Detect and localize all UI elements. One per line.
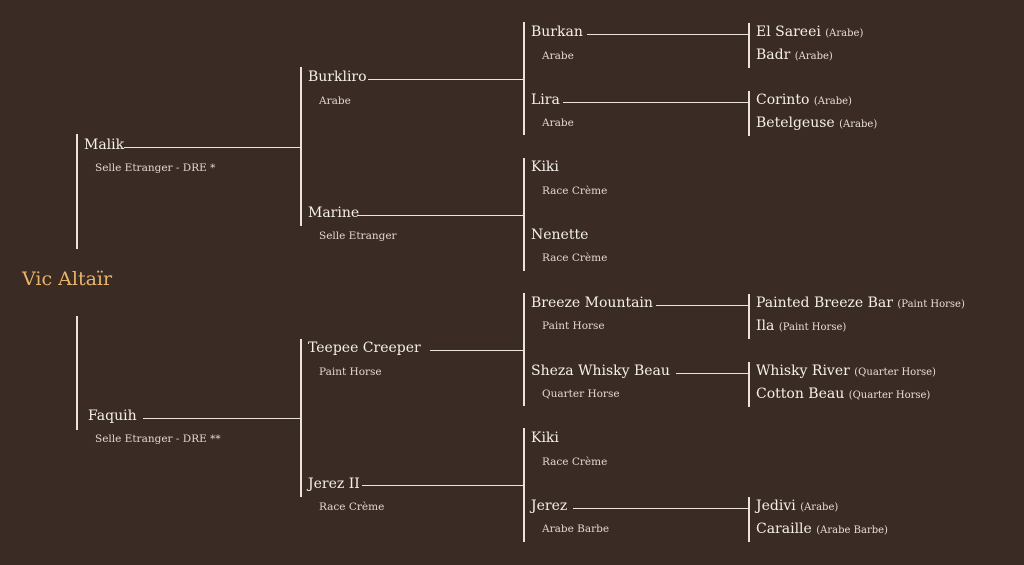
gggp-s1: El Sareei (Arabe) xyxy=(756,24,864,40)
gp-dd-name: Jerez II xyxy=(308,476,360,492)
ggp-sds-breed: Race Crème xyxy=(542,185,608,197)
ggp-sss-name: Burkan xyxy=(531,24,583,40)
ggp-sdd-name: Nenette xyxy=(531,227,589,243)
gp-sd-name: Marine xyxy=(308,205,360,221)
ggp-dss-breed: Paint Horse xyxy=(542,320,605,332)
bracket-sire-parents xyxy=(300,67,302,226)
connector-dam xyxy=(143,418,301,419)
gp-ss-breed: Arabe xyxy=(319,95,351,107)
connector-ggp-dss xyxy=(656,305,750,306)
ggp-sdd-breed: Race Crème xyxy=(542,252,608,264)
bracket-ggp-sss xyxy=(748,23,750,68)
bracket-gp-ss xyxy=(523,22,525,135)
bracket-gp-dd xyxy=(523,428,525,542)
dam-breed: Selle Etranger - DRE ** xyxy=(95,433,221,445)
root-horse-name: Vic Altaïr xyxy=(22,268,113,290)
gp-sd-breed: Selle Etranger xyxy=(319,230,397,242)
ggp-dsd-breed: Quarter Horse xyxy=(542,388,620,400)
connector-gp-ds xyxy=(430,350,525,351)
ggp-dds-name: Kiki xyxy=(531,430,559,446)
dam-name: Faquih xyxy=(88,408,137,424)
gggp-d1: Badr (Arabe) xyxy=(756,47,833,63)
connector-ggp-ssd xyxy=(563,102,750,103)
sire-breed: Selle Etranger - DRE * xyxy=(95,162,216,174)
connector-ggp-ddd xyxy=(573,508,750,509)
ggp-dsd-name: Sheza Whisky Beau xyxy=(531,363,670,379)
ggp-dds-breed: Race Crème xyxy=(542,456,608,468)
connector-ggp-dsd xyxy=(676,373,750,374)
gggp-s2: Corinto (Arabe) xyxy=(756,92,852,108)
connector-sire xyxy=(124,147,301,148)
gggp-d6: Cotton Beau (Quarter Horse) xyxy=(756,386,931,402)
connector-gp-ss xyxy=(368,79,525,80)
gp-ds-breed: Paint Horse xyxy=(319,366,382,378)
gggp-s5: Painted Breeze Bar (Paint Horse) xyxy=(756,295,965,311)
ggp-ddd-name: Jerez xyxy=(531,498,568,514)
gggp-s6: Whisky River (Quarter Horse) xyxy=(756,363,936,379)
gp-dd-breed: Race Crème xyxy=(319,501,385,513)
bracket-ggp-ddd xyxy=(748,497,750,542)
gp-ds-name: Teepee Creeper xyxy=(308,340,421,356)
ggp-sss-breed: Arabe xyxy=(542,50,574,62)
bracket-ggp-ssd xyxy=(748,91,750,136)
ggp-dss-name: Breeze Mountain xyxy=(531,295,653,311)
connector-ggp-sss xyxy=(587,34,750,35)
bracket-dam xyxy=(76,316,78,430)
sire-name: Malik xyxy=(84,137,125,153)
connector-gp-dd xyxy=(362,485,525,486)
bracket-dam-parents xyxy=(300,339,302,497)
gggp-d2: Betelgeuse (Arabe) xyxy=(756,115,878,131)
ggp-sds-name: Kiki xyxy=(531,159,559,175)
connector-gp-sd xyxy=(358,215,525,216)
bracket-gp-ds xyxy=(523,293,525,406)
gggp-d5: Ila (Paint Horse) xyxy=(756,318,847,334)
bracket-gp-sd xyxy=(523,158,525,271)
gp-ss-name: Burkliro xyxy=(308,69,367,85)
ggp-ddd-breed: Arabe Barbe xyxy=(542,523,610,535)
ggp-ssd-name: Lira xyxy=(531,92,560,108)
gggp-s8: Jedivi (Arabe) xyxy=(756,498,839,514)
bracket-sire xyxy=(76,134,78,249)
ggp-ssd-breed: Arabe xyxy=(542,117,574,129)
bracket-ggp-dsd xyxy=(748,362,750,407)
gggp-d8: Caraille (Arabe Barbe) xyxy=(756,521,888,537)
bracket-ggp-dss xyxy=(748,294,750,339)
